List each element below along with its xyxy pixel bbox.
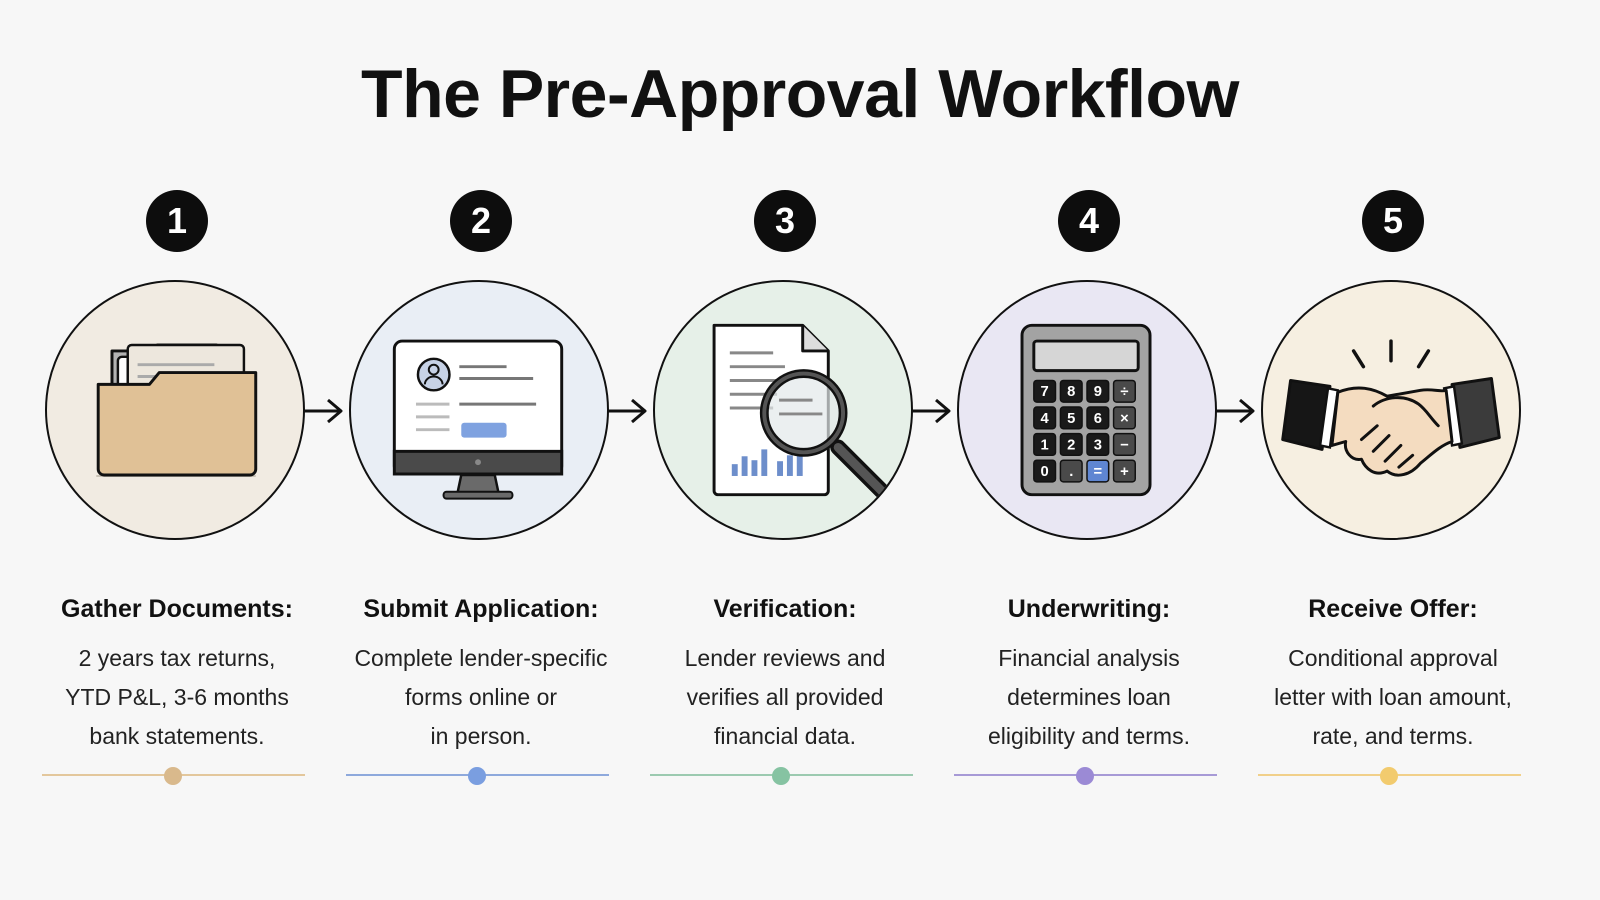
step-label: Underwriting: <box>1007 595 1171 623</box>
step-icon-circle: 7 8 9 ÷ 4 5 6 × 1 2 3 − 0. = + <box>957 280 1217 540</box>
calculator-key: 2 <box>1059 432 1083 457</box>
step-icon-circle <box>653 280 913 540</box>
calculator-key: 9 <box>1086 379 1110 403</box>
svg-text:2: 2 <box>1067 437 1075 453</box>
step-description: Complete lender-specific forms online or… <box>336 639 626 756</box>
description-line: eligibility and terms. <box>988 723 1190 749</box>
progress-dot <box>772 767 790 785</box>
calculator-key: ÷ <box>1112 379 1136 403</box>
svg-text:÷: ÷ <box>1120 384 1128 400</box>
description-line: rate, and terms. <box>1312 723 1474 749</box>
description-line: 2 years tax returns, <box>78 645 276 671</box>
handshake-icon <box>1281 339 1501 477</box>
description-line: letter with loan amount, <box>1274 684 1512 710</box>
description-line: Conditional approval <box>1288 645 1498 671</box>
svg-text:0: 0 <box>1041 464 1049 480</box>
svg-text:4: 4 <box>1041 411 1050 427</box>
description-line: verifies all provided <box>686 684 884 710</box>
progress-dot <box>468 767 486 785</box>
step-label: Submit Application: <box>363 595 599 623</box>
description-line: financial data. <box>714 723 856 749</box>
description-line: determines loan <box>1007 684 1171 710</box>
calculator-key: 8 <box>1059 379 1083 403</box>
step-number-badge: 1 <box>146 190 208 252</box>
step-number-badge: 3 <box>754 190 816 252</box>
description-line: bank statements. <box>89 723 265 749</box>
calculator-key: 6 <box>1086 406 1110 430</box>
calculator-key: . <box>1059 459 1083 483</box>
step-description: Conditional approval letter with loan am… <box>1248 639 1538 756</box>
description-line: forms online or <box>404 684 558 710</box>
svg-text:+: + <box>1120 464 1129 480</box>
step-icon-circle <box>349 280 609 540</box>
description-line: YTD P&L, 3-6 months <box>65 684 289 710</box>
calculator-key: = <box>1086 459 1110 483</box>
progress-dot <box>1076 767 1094 785</box>
arrow-right-icon <box>608 398 647 424</box>
svg-text:8: 8 <box>1067 384 1075 400</box>
description-line: Lender reviews and <box>684 645 886 671</box>
calculator-icon: 7 8 9 ÷ 4 5 6 × 1 2 3 − 0. = + <box>1020 323 1152 497</box>
svg-text:1: 1 <box>1041 437 1049 453</box>
step-description: Lender reviews and verifies all provided… <box>640 639 930 756</box>
document-search-icon <box>712 323 890 499</box>
page-title: The Pre-Approval Workflow <box>361 56 1239 132</box>
step-description: 2 years tax returns, YTD P&L, 3-6 months… <box>32 639 322 756</box>
svg-text:=: = <box>1094 464 1103 480</box>
step-icon-circle <box>45 280 305 540</box>
calculator-key: + <box>1112 459 1136 483</box>
svg-text:5: 5 <box>1067 411 1075 427</box>
svg-text:9: 9 <box>1094 384 1102 400</box>
calculator-key: 0 <box>1033 459 1057 483</box>
step-number-badge: 2 <box>450 190 512 252</box>
computer-icon <box>392 339 564 500</box>
step-label: Receive Offer: <box>1308 595 1478 623</box>
svg-text:.: . <box>1069 464 1073 480</box>
svg-text:−: − <box>1120 437 1129 453</box>
description-line: Complete lender-specific <box>354 645 608 671</box>
arrow-right-icon <box>1216 398 1255 424</box>
calculator-key: 7 <box>1033 379 1057 403</box>
step-icon-circle <box>1261 280 1521 540</box>
svg-text:6: 6 <box>1094 411 1102 427</box>
calculator-key: 1 <box>1033 432 1057 457</box>
description-line: Financial analysis <box>998 645 1180 671</box>
calculator-key: × <box>1112 406 1136 430</box>
step-number-badge: 5 <box>1362 190 1424 252</box>
progress-dot <box>1380 767 1398 785</box>
svg-text:3: 3 <box>1094 437 1102 453</box>
calculator-key: 3 <box>1086 432 1110 457</box>
step-label: Gather Documents: <box>61 595 293 623</box>
description-line: in person. <box>430 723 532 749</box>
step-label: Verification: <box>713 595 857 623</box>
svg-text:×: × <box>1120 411 1129 427</box>
folder-icon <box>96 343 258 477</box>
step-number-badge: 4 <box>1058 190 1120 252</box>
calculator-key: 5 <box>1059 406 1083 430</box>
progress-dot <box>164 767 182 785</box>
arrow-right-icon <box>304 398 343 424</box>
svg-text:7: 7 <box>1041 384 1049 400</box>
arrow-right-icon <box>912 398 951 424</box>
calculator-key: 4 <box>1033 406 1057 430</box>
calculator-key: − <box>1112 432 1136 457</box>
step-description: Financial analysis determines loan eligi… <box>944 639 1234 756</box>
